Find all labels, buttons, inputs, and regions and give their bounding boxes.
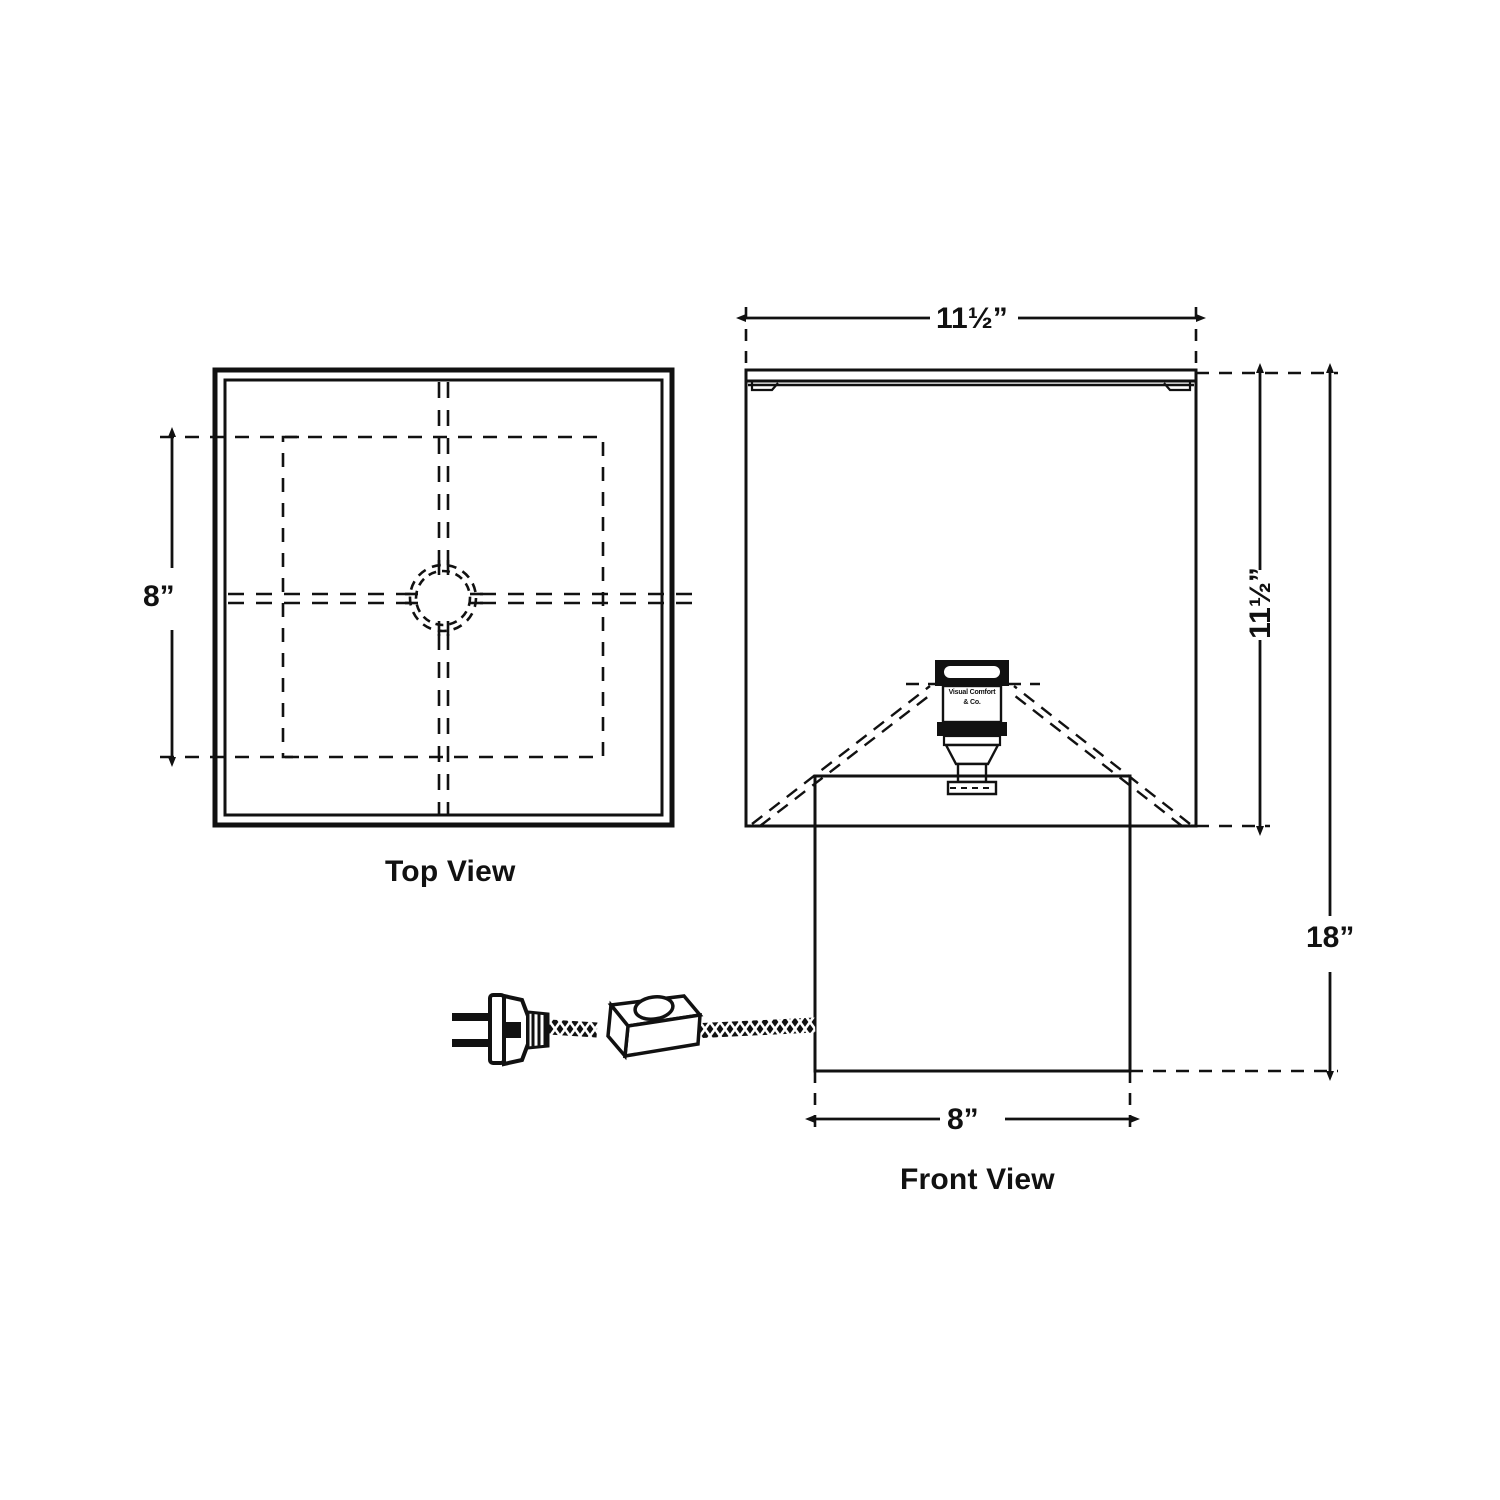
shade-top-cap [744, 368, 1198, 383]
socket-taper [944, 743, 1000, 766]
shade-hidden-frame-right-b [1009, 691, 1183, 827]
socket-brand-line-1: Visual Comfort [948, 689, 996, 696]
two-prong-plug [452, 993, 550, 1067]
top-view-caption: Top View [385, 855, 516, 888]
socket-lower-band-highlight [942, 734, 1002, 747]
socket-brand-line-2: & Co. [963, 699, 981, 706]
top-view-center-hole-inner [414, 569, 472, 627]
switch-left-face [606, 1000, 630, 1061]
shade-hidden-frame-right-a [1013, 685, 1191, 825]
shade-outline [744, 381, 1198, 828]
top-view-center-hole-outer [408, 563, 478, 633]
shade-cap-bracket-left [750, 381, 779, 392]
plug-prong-lower [452, 1039, 504, 1047]
shade-hidden-frame-left-b [759, 691, 935, 827]
plug-prong-upper [452, 1013, 504, 1021]
top-view-base-hidden-outline [281, 435, 605, 759]
socket-stem [956, 762, 988, 784]
front-view-shade-width-label: 11½” [936, 302, 1008, 335]
socket-upper-collar-slot [944, 666, 1000, 678]
front-view-shade-height-label: 11½” [1244, 567, 1277, 639]
front-view-caption: Front View [900, 1163, 1055, 1196]
braided-cord-right-segment [691, 1017, 816, 1039]
front-view-overall-height-label: 18” [1306, 921, 1355, 954]
inline-rocker-switch[interactable] [606, 994, 704, 1061]
top-view-shade-outline [212, 367, 675, 828]
shade-hidden-frame-left-a [751, 685, 931, 825]
plug-face-plate [488, 993, 506, 1065]
front-view-group [736, 307, 1338, 1128]
plug-body-marking [505, 1022, 521, 1038]
socket-assembly [935, 660, 1009, 796]
shade-cap-bracket-right [1163, 381, 1192, 392]
top-view-group [160, 367, 700, 828]
top-view-shade-inner-outline [223, 378, 664, 817]
front-view-base-width-label: 8” [947, 1103, 979, 1136]
top-view-depth-dimension-label: 8” [143, 580, 175, 613]
socket-lower-band [937, 722, 1007, 736]
braided-cord-left-segment [548, 1019, 598, 1038]
lamp-base-outline [813, 774, 1132, 1073]
switch-rocker-button[interactable] [633, 994, 675, 1021]
power-cord-group [452, 993, 816, 1067]
